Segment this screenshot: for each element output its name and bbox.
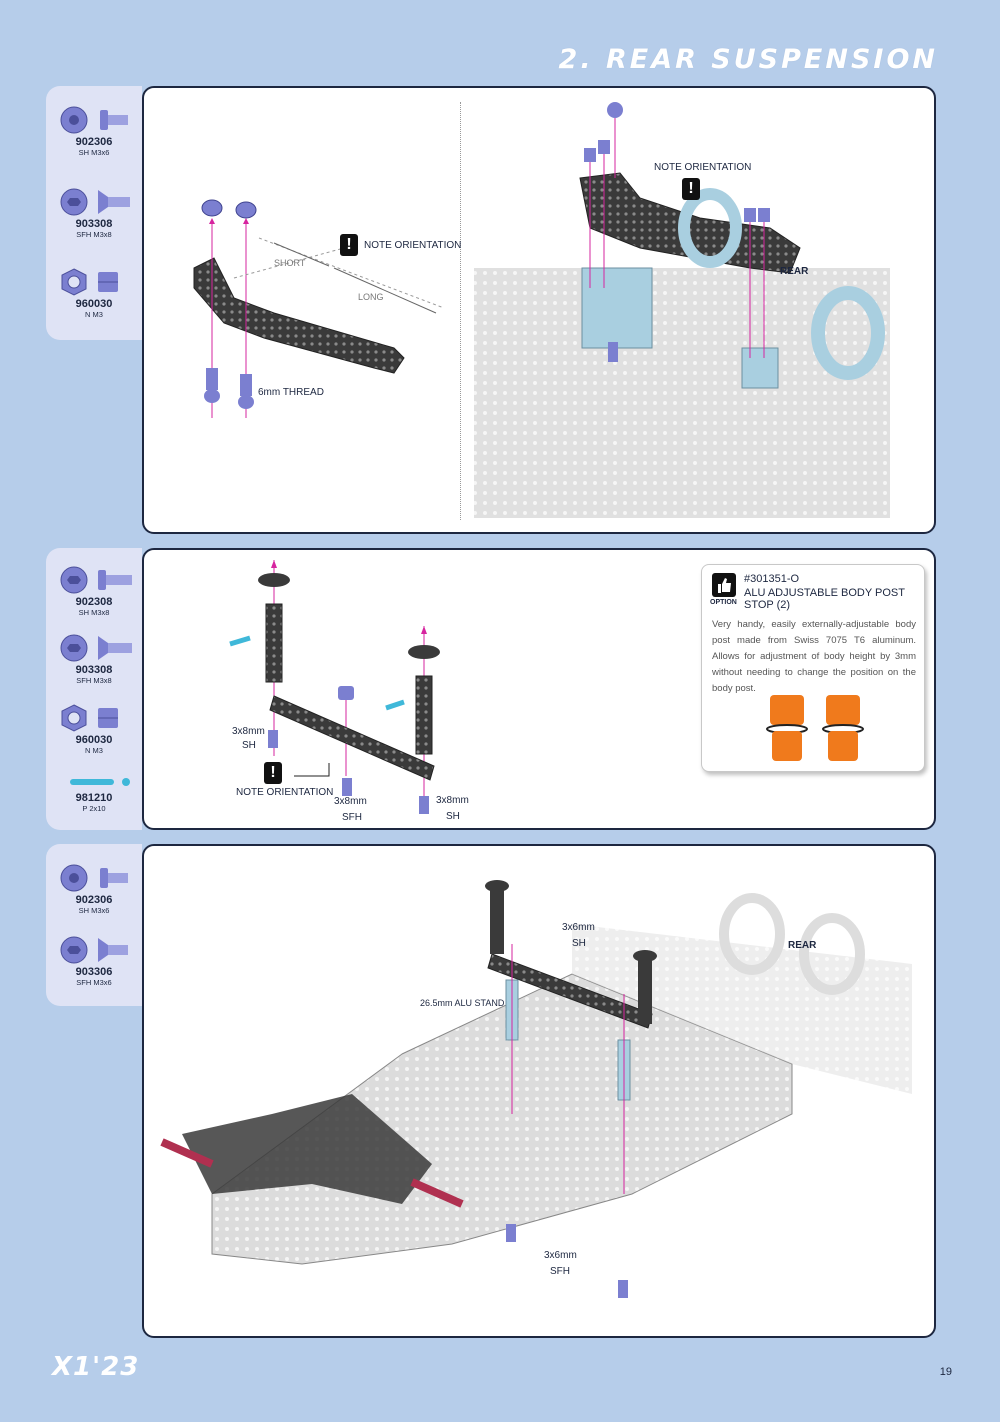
parts-list-2: 902308 SH M3x8 903308 SFH M3x8 960030 N … xyxy=(46,548,142,830)
option-box: OPTION #301351-O ALU ADJUSTABLE BODY POS… xyxy=(701,564,925,772)
note-orientation-label: NOTE ORIENTATION xyxy=(654,162,752,173)
part-desc: SH M3x6 xyxy=(78,906,110,915)
upper-plate-illustration xyxy=(193,199,445,418)
sh-size-label: 3x6mm xyxy=(562,922,595,933)
parts-list-1: 902306 SH M3x6 903308 SFH M3x8 960030 N … xyxy=(46,86,142,340)
thread-label: 6mm THREAD xyxy=(258,387,324,398)
part-desc: SFH M3x6 xyxy=(76,978,112,987)
part-desc: SH M3x8 xyxy=(78,608,110,617)
sfh-size-label: 3x6mm xyxy=(544,1250,577,1261)
part-desc: SFH M3x8 xyxy=(76,676,112,685)
chassis-full-illustration xyxy=(160,880,912,1298)
sfh-size-label: 3x8mm xyxy=(334,796,367,807)
part-item: 903306 SFH M3x6 xyxy=(46,934,142,987)
option-badge: OPTION xyxy=(710,599,737,606)
note-orientation-label: NOTE ORIENTATION xyxy=(236,787,334,798)
rear-label: REAR xyxy=(780,266,809,277)
nut-icon xyxy=(61,704,118,732)
part-code: 902306 xyxy=(75,136,113,148)
part-code: 903308 xyxy=(75,218,113,230)
part-desc: N M3 xyxy=(85,310,103,319)
warning-icon: ! xyxy=(264,762,282,784)
sh-type-label: SH xyxy=(572,938,586,949)
sfh-type-label: SFH xyxy=(550,1266,570,1277)
socket-head-screw-icon xyxy=(60,864,128,892)
parts-list-3: 902306 SH M3x6 903306 SFH M3x6 xyxy=(46,844,142,1006)
part-code: 902306 xyxy=(75,894,113,906)
option-name: ALU ADJUSTABLE BODY POST STOP (2) xyxy=(744,587,905,611)
part-item: 902308 SH M3x8 xyxy=(46,564,142,617)
sh-size-label: 3x8mm xyxy=(436,795,469,806)
thumbs-up-icon xyxy=(712,573,736,597)
step-panel-2: 3x8mm SH ! NOTE ORIENTATION 3x8mm SFH 3x… xyxy=(142,548,936,830)
page-number: 19 xyxy=(939,1366,952,1378)
part-item: 903308 SFH M3x8 xyxy=(46,632,142,685)
option-part-number: #301351-O xyxy=(744,573,800,585)
body-post-illustration xyxy=(229,560,440,814)
part-item: 902306 SH M3x6 xyxy=(46,862,142,915)
divider xyxy=(460,102,461,520)
step-panel-1: ! NOTE ORIENTATION SHORT LONG 6mm THREAD… xyxy=(142,86,936,534)
option-product-image xyxy=(766,695,864,761)
part-code: 903306 xyxy=(75,966,113,978)
part-item: 902306 SH M3x6 xyxy=(46,104,142,157)
warning-icon: ! xyxy=(340,234,358,256)
part-desc: SH M3x6 xyxy=(78,148,110,157)
alu-stand-label: 26.5mm ALU STAND xyxy=(420,998,505,1008)
chassis-rear-illustration xyxy=(474,102,890,518)
socket-head-screw-icon xyxy=(60,566,132,594)
part-item: 960030 N M3 xyxy=(46,266,142,319)
part-item: 903308 SFH M3x8 xyxy=(46,186,142,239)
part-code: 981210 xyxy=(75,792,113,804)
short-label: SHORT xyxy=(274,258,306,268)
flat-head-screw-icon xyxy=(60,188,130,216)
part-desc: P 2x10 xyxy=(82,804,106,813)
long-label: LONG xyxy=(358,292,384,302)
sh-type-label: SH xyxy=(242,740,256,751)
part-code: 902308 xyxy=(75,596,113,608)
warning-icon: ! xyxy=(682,178,700,200)
pin-icon xyxy=(70,778,130,786)
brand-logo: X1'23 xyxy=(52,1352,140,1382)
part-code: 960030 xyxy=(75,734,113,746)
step-panel-3: 3x6mm SH 26.5mm ALU STAND REAR 3x6mm SFH xyxy=(142,844,936,1338)
nut-icon xyxy=(61,268,118,296)
part-code: 903308 xyxy=(75,664,113,676)
flat-head-screw-icon xyxy=(60,936,128,964)
part-desc: N M3 xyxy=(85,746,103,755)
part-item: 981210 P 2x10 xyxy=(46,772,142,813)
part-item: 960030 N M3 xyxy=(46,702,142,755)
sh-type-label: SH xyxy=(446,811,460,822)
part-code: 960030 xyxy=(75,298,113,310)
sfh-type-label: SFH xyxy=(342,812,362,823)
page-title: 2. REAR SUSPENSION xyxy=(558,44,938,75)
socket-head-screw-icon xyxy=(60,106,128,134)
note-orientation-label: NOTE ORIENTATION xyxy=(364,240,462,251)
part-desc: SFH M3x8 xyxy=(76,230,112,239)
flat-head-screw-icon xyxy=(60,634,132,662)
option-description: Very handy, easily externally-adjustable… xyxy=(712,619,916,694)
rear-label: REAR xyxy=(788,940,817,951)
sh-size-label: 3x8mm xyxy=(232,726,265,737)
